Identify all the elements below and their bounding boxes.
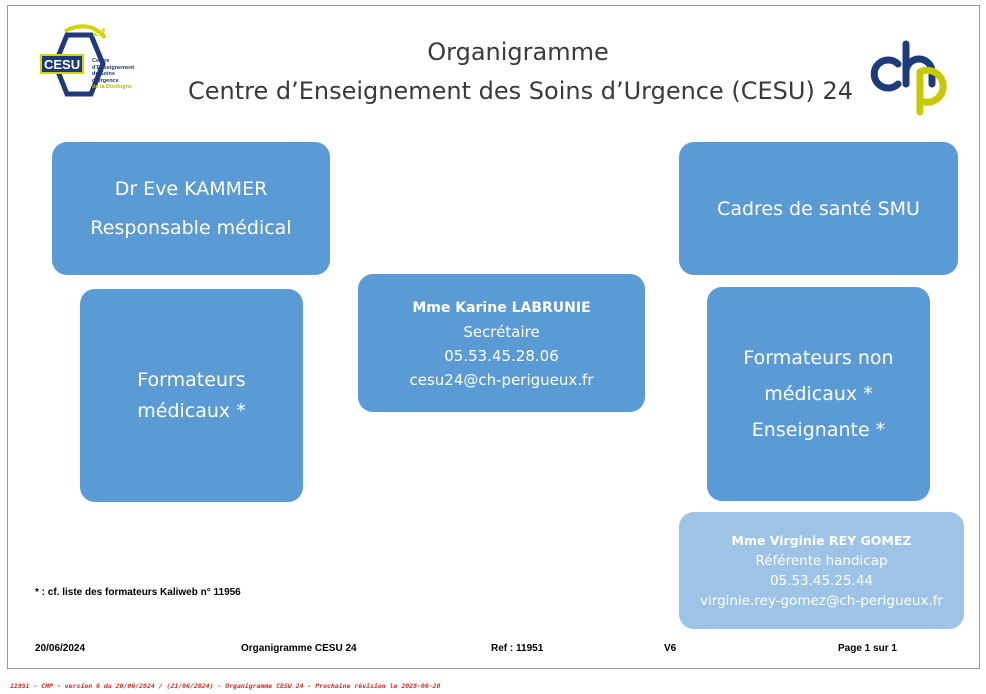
box-nonmed-line3: Enseignante * — [751, 419, 886, 441]
box-formateurs-medicaux: Formateurs médicaux * — [80, 289, 303, 502]
footer-version: V6 — [664, 643, 677, 654]
organigram-slide: 24 CESU Centre d'Enseignement de Soins d… — [7, 5, 980, 669]
chp-logo — [868, 32, 958, 122]
cesu-logo-line: Centre — [92, 58, 110, 64]
box-secr-role: Secrétaire — [463, 323, 540, 341]
footer-date: 20/06/2024 — [35, 643, 86, 654]
box-rey-phone: 05.53.45.25.44 — [769, 572, 874, 589]
box-rey-role: Référente handicap — [755, 552, 888, 569]
box-rey-email: virginie.rey-gomez@ch-perigueux.fr — [700, 592, 943, 609]
cesu-logo-line: de Soins — [92, 71, 115, 77]
chp-logo-icon — [870, 40, 947, 116]
box-nonmed-line2: médicaux * — [764, 383, 873, 405]
box-nonmed-line1: Formateurs non — [743, 347, 894, 369]
cesu-logo-line: d'Urgence — [92, 77, 119, 84]
cesu-hexagon-icon: 24 CESU — [40, 24, 107, 97]
cesu-logo-number: 24 — [92, 27, 105, 39]
cesu-logo-line: d'Enseignement — [92, 64, 135, 71]
box-formmed-line1: Formateurs — [137, 368, 246, 391]
box-kammer-role: Responsable médical — [90, 216, 292, 239]
footer-doc-name: Organigramme CESU 24 — [241, 643, 357, 654]
page-subtitle: Centre d’Enseignement des Soins d’Urgenc… — [188, 77, 854, 105]
footer-ref: Ref : 11951 — [491, 643, 544, 654]
cesu-logo-badge: CESU — [44, 57, 80, 72]
cesu-logo: 24 CESU Centre d'Enseignement de Soins d… — [35, 22, 185, 117]
footnote: * : cf. liste des formateurs Kaliweb n° … — [35, 587, 241, 598]
box-secretaire: Mme Karine LABRUNIE Secrétaire 05.53.45.… — [358, 274, 645, 412]
box-kammer-name: Dr Eve KAMMER — [114, 177, 268, 200]
box-cadres-text: Cadres de santé SMU — [717, 197, 920, 220]
cesu-logo-text: Centre d'Enseignement de Soins d'Urgence… — [92, 58, 134, 91]
box-responsable-medical: Dr Eve KAMMER Responsable médical — [52, 142, 330, 275]
footer-page: Page 1 sur 1 — [838, 643, 897, 654]
page-title: Organigramme — [427, 38, 609, 66]
cesu-logo-line: de la Dordogne — [92, 84, 133, 90]
box-rey-name: Mme Virginie REY GOMEZ — [731, 532, 912, 548]
box-secr-phone: 05.53.45.28.06 — [444, 347, 559, 365]
box-secr-email: cesu24@ch-perigueux.fr — [409, 371, 594, 389]
box-formmed-line2: médicaux * — [137, 399, 246, 422]
box-secr-name: Mme Karine LABRUNIE — [412, 300, 591, 316]
box-cadres-sante: Cadres de santé SMU — [679, 142, 958, 275]
document-control-line: 11951 - CHP - version 6 du 20/06/2024 / … — [10, 682, 441, 690]
box-referente-handicap: Mme Virginie REY GOMEZ Référente handica… — [679, 512, 964, 629]
box-formateurs-non-medicaux: Formateurs non médicaux * Enseignante * — [707, 287, 930, 501]
